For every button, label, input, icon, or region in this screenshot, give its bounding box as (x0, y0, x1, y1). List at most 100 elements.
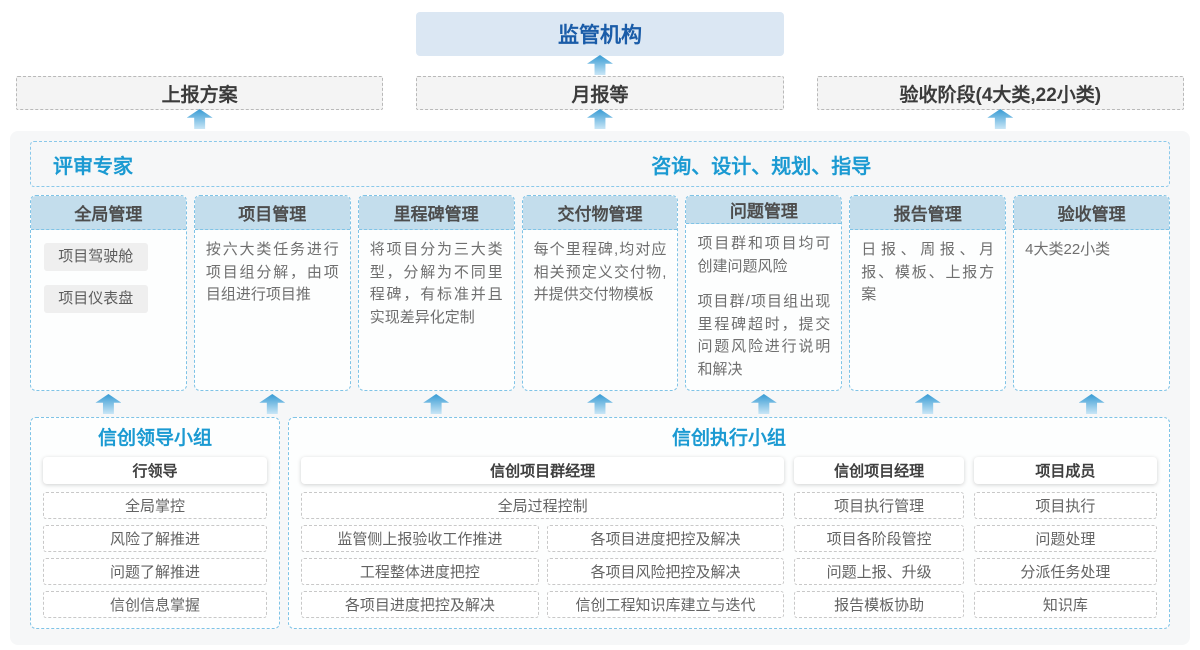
management-columns: 全局管理 项目驾驶舱 项目仪表盘 项目管理 按六大类任务进行项目组分解，由项目组… (30, 195, 1171, 391)
up-arrow-icon (95, 394, 122, 414)
project-member-role-bar: 项目成员 (973, 457, 1157, 484)
column-text: 日报、周报、月报、模板、上报方案 (861, 241, 995, 303)
list-item: 报告模板协助 (794, 591, 964, 618)
column-body: 项目驾驶舱 项目仪表盘 (31, 230, 186, 390)
column-body: 每个里程碑,均对应相关预定义交付物,并提供交付物模板 (523, 230, 678, 390)
up-arrow-icon (587, 394, 613, 414)
column-body: 日报、周报、月报、模板、上报方案 (850, 230, 1005, 390)
list-item: 各项目风险把控及解决 (546, 558, 785, 585)
project-manager-items: 项目执行管理 项目各阶段管控 问题上报、升级 报告模板协助 (794, 492, 964, 618)
spacer (16, 12, 383, 56)
arrow-cell (416, 55, 783, 75)
platform-container: 评审专家 咨询、设计、规划、指导 全局管理 项目驾驶舱 项目仪表盘 项目管理 按… (10, 131, 1190, 645)
list-item: 知识库 (973, 591, 1157, 618)
regulator-box: 监管机构 (416, 12, 784, 56)
program-manager-section: 信创项目群经理 全局过程控制 监管侧上报验收工作推进 工程整体进度把控 各项目进… (301, 454, 785, 618)
spacer (817, 12, 1184, 56)
arrow-cell (685, 391, 842, 417)
up-arrow-icon (987, 109, 1014, 129)
column-acceptance-management: 验收管理 4大类22小类 (1013, 195, 1171, 391)
project-member-items: 项目执行 问题处理 分派任务处理 知识库 (973, 492, 1157, 618)
column-title: 里程碑管理 (358, 196, 514, 230)
column-text: 将项目分为三大类型，分解为不同里程碑，有标准并且实现差异化定制 (369, 241, 503, 326)
arrow-cell (16, 109, 383, 129)
column-title: 交付物管理 (522, 196, 678, 230)
arrow-cell (358, 391, 515, 417)
arrow-cell (522, 391, 679, 417)
regulator-row: 监管机构 (0, 12, 1200, 56)
project-cockpit-tag: 项目驾驶舱 (44, 243, 148, 271)
list-item: 工程整体进度把控 (301, 558, 539, 585)
column-text: 项目群和项目均可创建问题风险 (697, 235, 831, 275)
pgm-right-items: 各项目进度把控及解决 各项目风险把控及解决 信创工程知识库建立与迭代 (546, 525, 785, 618)
arrow-row-regulator (0, 55, 1200, 75)
spacer (817, 57, 1184, 75)
execution-group-title: 信创执行小组 (671, 428, 786, 449)
groups-row: 信创领导小组 行领导 全局掌控 风险了解推进 问题了解推进 信创信息掌握 信创执… (30, 417, 1170, 629)
column-title: 项目管理 (194, 196, 350, 230)
column-report-management: 报告管理 日报、周报、月报、模板、上报方案 (849, 195, 1007, 391)
column-milestone-management: 里程碑管理 将项目分为三大类型，分解为不同里程碑，有标准并且实现差异化定制 (357, 195, 515, 391)
column-title: 验收管理 (1014, 196, 1170, 230)
experts-title: 评审专家 (53, 155, 133, 178)
arrow-cell (1013, 391, 1170, 417)
program-manager-grid: 监管侧上报验收工作推进 工程整体进度把控 各项目进度把控及解决 各项目进度把控及… (301, 525, 785, 618)
arrow-row-columns (30, 391, 1170, 417)
pgm-left-items: 监管侧上报验收工作推进 工程整体进度把控 各项目进度把控及解决 (301, 525, 539, 618)
experts-header-box: 评审专家 咨询、设计、规划、指导 (30, 141, 1170, 187)
column-body: 按六大类任务进行项目组分解，由项目组进行项目推 (195, 230, 350, 390)
list-item: 问题了解推进 (43, 558, 267, 585)
bank-leader-role-bar: 行领导 (43, 457, 267, 484)
list-item: 分派任务处理 (973, 558, 1157, 585)
column-text: 项目群/项目组出现里程碑超时，提交问题风险进行说明和解决 (697, 293, 831, 378)
leadership-group-box: 信创领导小组 行领导 全局掌控 风险了解推进 问题了解推进 信创信息掌握 (30, 417, 280, 629)
list-item: 各项目进度把控及解决 (301, 591, 539, 618)
spacer (16, 57, 383, 75)
column-project-management: 项目管理 按六大类任务进行项目组分解，由项目组进行项目推 (193, 195, 351, 391)
column-text: 4大类22小类 (1025, 241, 1111, 258)
consulting-title: 咨询、设计、规划、指导 (651, 155, 872, 178)
acceptance-stage-box: 验收阶段(4大类,22小类) (816, 76, 1184, 110)
program-manager-role-bar: 信创项目群经理 (301, 457, 785, 484)
up-arrow-icon (1078, 394, 1105, 414)
arrow-cell (849, 391, 1006, 417)
arrow-cell (817, 109, 1184, 129)
up-arrow-icon (586, 55, 613, 75)
list-item: 全局掌控 (43, 492, 267, 519)
list-item: 问题上报、升级 (794, 558, 964, 585)
column-title: 报告管理 (850, 196, 1006, 230)
column-issue-management: 问题管理 项目群和项目均可创建问题风险 项目群/项目组出现里程碑超时，提交问题风… (685, 195, 843, 391)
list-item: 问题处理 (973, 525, 1157, 552)
list-item: 项目执行管理 (794, 492, 964, 519)
column-text: 每个里程碑,均对应相关预定义交付物,并提供交付物模板 (533, 241, 667, 303)
column-title: 全局管理 (31, 196, 186, 230)
leadership-items: 全局掌控 风险了解推进 问题了解推进 信创信息掌握 (43, 492, 267, 618)
project-member-section: 项目成员 项目执行 问题处理 分派任务处理 知识库 (973, 454, 1157, 618)
list-item: 项目各阶段管控 (794, 525, 964, 552)
list-item: 信创信息掌握 (43, 591, 267, 618)
execution-group-box: 信创执行小组 信创项目群经理 全局过程控制 监管侧上报验收工作推进 工程整体进度… (288, 417, 1170, 629)
column-title: 问题管理 (686, 196, 842, 224)
list-item: 各项目进度把控及解决 (546, 525, 785, 552)
project-manager-role-bar: 信创项目经理 (794, 457, 964, 484)
column-text: 按六大类任务进行项目组分解，由项目组进行项目推 (205, 241, 339, 303)
project-dashboard-tag: 项目仪表盘 (44, 285, 148, 313)
list-item: 信创工程知识库建立与迭代 (546, 591, 785, 618)
project-manager-section: 信创项目经理 项目执行管理 项目各阶段管控 问题上报、升级 报告模板协助 (794, 454, 964, 618)
up-arrow-icon (259, 394, 286, 414)
column-global-management: 全局管理 项目驾驶舱 项目仪表盘 (30, 195, 187, 391)
output-row: 上报方案 月报等 验收阶段(4大类,22小类) (0, 76, 1200, 110)
list-item: 项目执行 (973, 492, 1157, 519)
arrow-cell (30, 391, 187, 417)
monthly-report-box: 月报等 (416, 76, 784, 110)
up-arrow-icon (914, 394, 941, 414)
up-arrow-icon (586, 109, 613, 129)
list-item: 风险了解推进 (43, 525, 267, 552)
execution-sections: 信创项目群经理 全局过程控制 监管侧上报验收工作推进 工程整体进度把控 各项目进… (301, 454, 1157, 618)
column-body: 将项目分为三大类型，分解为不同里程碑，有标准并且实现差异化定制 (359, 230, 514, 390)
global-process-control-item: 全局过程控制 (301, 492, 785, 519)
report-plan-box: 上报方案 (16, 76, 384, 110)
column-deliverable-management: 交付物管理 每个里程碑,均对应相关预定义交付物,并提供交付物模板 (521, 195, 679, 391)
up-arrow-icon (423, 394, 450, 414)
